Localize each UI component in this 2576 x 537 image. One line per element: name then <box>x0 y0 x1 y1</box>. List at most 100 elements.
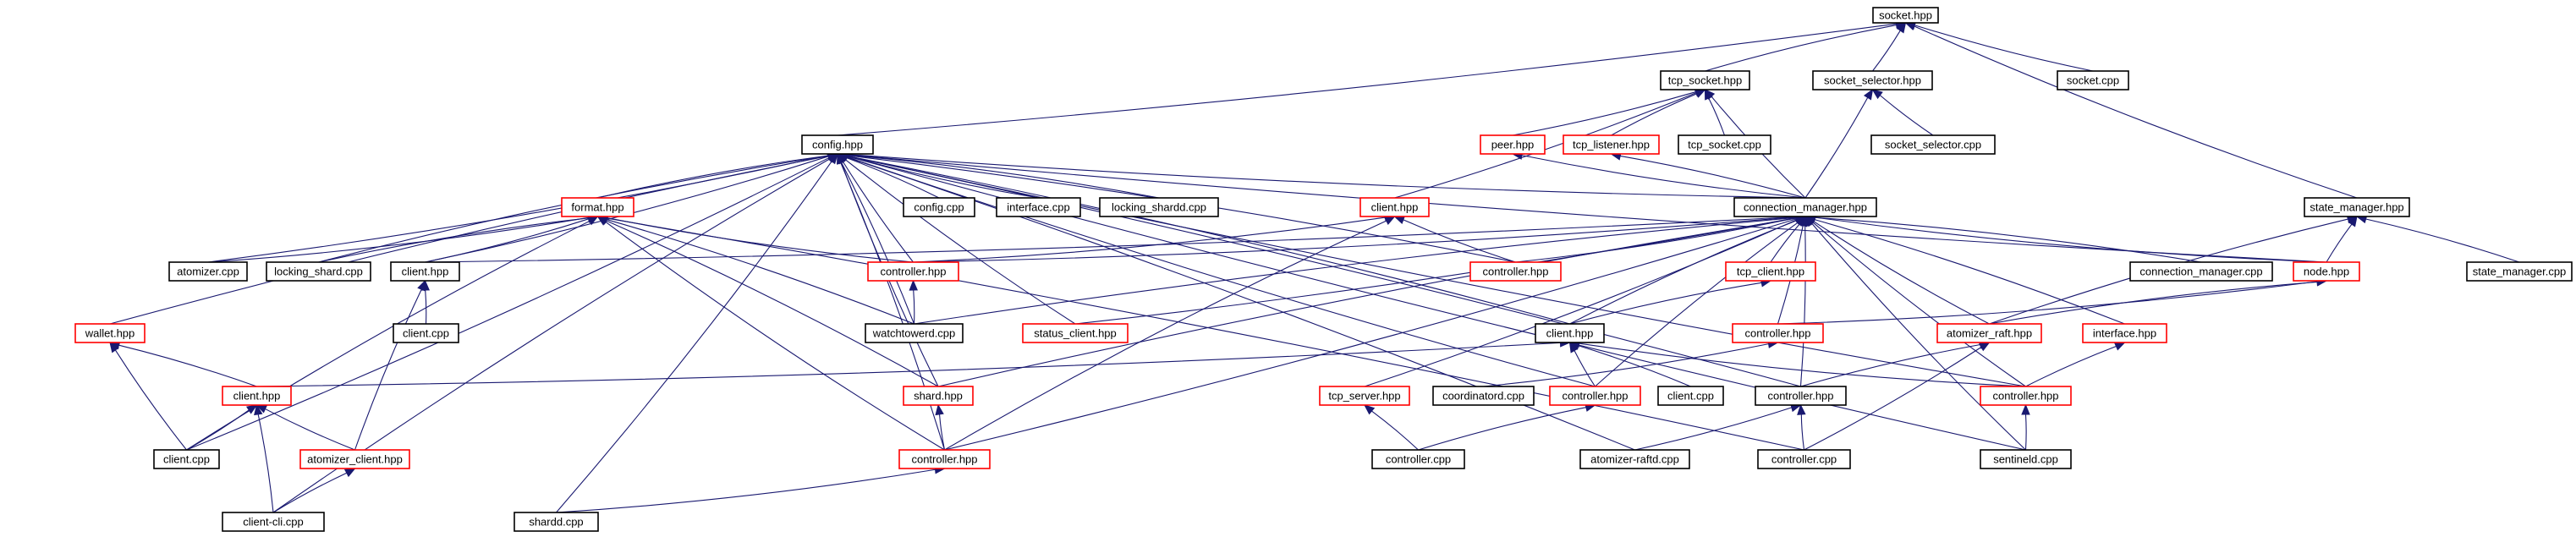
node-socket-cpp[interactable]: socket.cpp <box>2057 70 2129 90</box>
node-format-hpp[interactable]: format.hpp <box>561 197 634 217</box>
node-box <box>1980 386 2072 406</box>
node-shardd-cpp[interactable]: shardd.cpp <box>514 512 599 532</box>
node-box <box>1936 323 2042 343</box>
node-controller-hpp-a[interactable]: controller.hpp <box>867 261 959 282</box>
edge-socket-selector-cpp-to-socket-selector-hpp <box>1879 95 1934 136</box>
node-tcp-socket-hpp[interactable]: tcp_socket.hpp <box>1660 70 1750 90</box>
edge-node-hpp-to-state-manager-hpp <box>2326 223 2353 263</box>
node-label: client.hpp <box>233 390 281 403</box>
edge-client-cpp-bottom-to-config-hpp <box>186 157 830 451</box>
node-client-hpp-red2[interactable]: client.hpp <box>222 386 292 406</box>
node-wallet-hpp[interactable]: wallet.hpp <box>74 323 146 343</box>
node-config-hpp[interactable]: config.hpp <box>801 134 874 155</box>
node-label: client.hpp <box>1546 327 1594 340</box>
edge-status-client-hpp-to-config-hpp <box>844 158 1076 325</box>
node-connection-manager-hpp[interactable]: connection_manager.hpp <box>1733 197 1877 217</box>
edge-status-client-hpp-to-connection-manager-hpp <box>1074 217 1797 325</box>
node-tcp-client-hpp[interactable]: tcp_client.hpp <box>1725 261 1816 282</box>
node-label: tcp_listener.hpp <box>1573 139 1650 151</box>
node-controller-hpp-g[interactable]: controller.hpp <box>898 449 991 469</box>
edge-client-hpp-red2-to-client-hpp-mid <box>256 342 1561 387</box>
node-controller-hpp-b[interactable]: controller.hpp <box>1469 261 1562 282</box>
edge-client-cpp-mid-to-client-hpp-mid <box>1578 345 1691 387</box>
node-interface-hpp[interactable]: interface.hpp <box>2082 323 2167 343</box>
edge-socket-selector-hpp-to-socket-hpp <box>1872 30 1901 72</box>
arrowhead <box>836 152 845 165</box>
node-socket-selector-cpp[interactable]: socket_selector.cpp <box>1870 134 1996 155</box>
node-label: controller.hpp <box>911 453 977 466</box>
node-box <box>561 197 634 217</box>
node-label: socket_selector.hpp <box>1824 74 1921 87</box>
node-tcp-listener-hpp[interactable]: tcp_listener.hpp <box>1563 134 1660 155</box>
edge-controller-hpp-g-to-config-hpp <box>840 162 946 451</box>
node-box <box>1022 323 1129 343</box>
edge-client-cpp-bottom-to-client-hpp-red2 <box>186 409 250 451</box>
node-locking-shardd-cpp[interactable]: locking_shardd.cpp <box>1099 197 1219 217</box>
edge-connection-manager-hpp-to-peer-hpp <box>1521 155 1806 199</box>
node-box <box>2082 323 2167 343</box>
node-controller-hpp-d[interactable]: controller.hpp <box>1549 386 1641 406</box>
node-atomizer-cpp[interactable]: atomizer.cpp <box>168 261 248 282</box>
node-label: config.cpp <box>914 201 964 214</box>
node-socket-selector-hpp[interactable]: socket_selector.hpp <box>1812 70 1933 90</box>
node-state-manager-cpp[interactable]: state_manager.cpp <box>2466 261 2573 282</box>
node-box <box>1872 7 1939 24</box>
node-tcp-socket-cpp[interactable]: tcp_socket.cpp <box>1678 134 1771 155</box>
arrowhead <box>343 468 356 478</box>
node-coordinatord-cpp[interactable]: coordinatord.cpp <box>1432 386 1535 406</box>
node-atomizer-raftd-cpp[interactable]: atomizer-raftd.cpp <box>1579 449 1690 469</box>
node-client-cpp-bottom[interactable]: client.cpp <box>153 449 220 469</box>
node-box <box>903 197 975 217</box>
edge-controller-hpp-f-to-connection-manager-hpp <box>1812 222 2026 387</box>
node-label: locking_shard.cpp <box>274 266 363 278</box>
node-client-hpp-top[interactable]: client.hpp <box>1359 197 1430 217</box>
node-client-hpp-left[interactable]: client.hpp <box>390 261 460 282</box>
arrowhead <box>254 403 263 416</box>
node-box <box>74 323 146 343</box>
edge-shard-hpp-to-format-hpp <box>606 220 939 387</box>
node-controller-hpp-c[interactable]: controller.hpp <box>1732 323 1824 343</box>
node-label: atomizer-raftd.cpp <box>1590 453 1679 466</box>
node-watchtowerd-cpp[interactable]: watchtowerd.cpp <box>865 323 964 343</box>
node-state-manager-hpp[interactable]: state_manager.hpp <box>2304 197 2410 217</box>
node-connection-manager-cpp[interactable]: connection_manager.cpp <box>2129 261 2273 282</box>
edge-coordinatord-cpp-to-controller-hpp-c <box>1483 343 1769 387</box>
node-client-hpp-mid[interactable]: client.hpp <box>1535 323 1605 343</box>
edge-node-hpp-to-connection-manager-hpp <box>1814 216 2327 263</box>
edge-watchtowerd-cpp-to-controller-hpp-a <box>913 289 915 325</box>
node-atomizer-client-hpp[interactable]: atomizer_client.hpp <box>299 449 410 469</box>
node-atomizer-raft-hpp[interactable]: atomizer_raft.hpp <box>1936 323 2042 343</box>
edge-controller-cpp-a-to-tcp-server-hpp <box>1371 410 1419 451</box>
edge-tcp-server-hpp-to-connection-manager-hpp <box>1364 219 1797 387</box>
node-node-hpp[interactable]: node.hpp <box>2293 261 2360 282</box>
node-client-cpp-left[interactable]: client.cpp <box>393 323 459 343</box>
arrowhead <box>1797 403 1806 415</box>
node-label: socket_selector.cpp <box>1885 139 1981 151</box>
edge-client-cli-cpp-to-atomizer-client-hpp <box>272 472 348 513</box>
edge-interface-hpp-to-connection-manager-hpp <box>1814 218 2125 325</box>
node-box <box>1660 70 1750 90</box>
node-locking-shard-cpp[interactable]: locking_shard.cpp <box>266 261 371 282</box>
arrowhead <box>1978 342 1991 352</box>
edge-state-manager-cpp-to-state-manager-hpp <box>2365 218 2520 263</box>
node-client-cli-cpp[interactable]: client-cli.cpp <box>222 512 325 532</box>
node-box <box>1099 197 1219 217</box>
arrowhead <box>1904 22 1917 31</box>
node-controller-cpp-a[interactable]: controller.cpp <box>1371 449 1465 469</box>
node-box <box>266 261 371 282</box>
edge-atomizer-raftd-cpp-to-controller-hpp-e <box>1634 407 1793 451</box>
node-client-cpp-mid[interactable]: client.cpp <box>1657 386 1724 406</box>
node-tcp-server-hpp[interactable]: tcp_server.hpp <box>1319 386 1410 406</box>
node-controller-cpp-b[interactable]: controller.cpp <box>1757 449 1851 469</box>
node-controller-hpp-e[interactable]: controller.hpp <box>1755 386 1847 406</box>
node-label: atomizer_raft.hpp <box>1947 327 2032 340</box>
node-interface-cpp[interactable]: interface.cpp <box>996 197 1081 217</box>
node-controller-hpp-f[interactable]: controller.hpp <box>1980 386 2072 406</box>
node-shard-hpp[interactable]: shard.hpp <box>903 386 974 406</box>
node-config-cpp[interactable]: config.cpp <box>903 197 975 217</box>
node-peer-hpp[interactable]: peer.hpp <box>1480 134 1546 155</box>
node-sentineld-cpp[interactable]: sentineld.cpp <box>1980 449 2072 469</box>
node-status-client-hpp[interactable]: status_client.hpp <box>1022 323 1129 343</box>
node-box <box>1812 70 1933 90</box>
